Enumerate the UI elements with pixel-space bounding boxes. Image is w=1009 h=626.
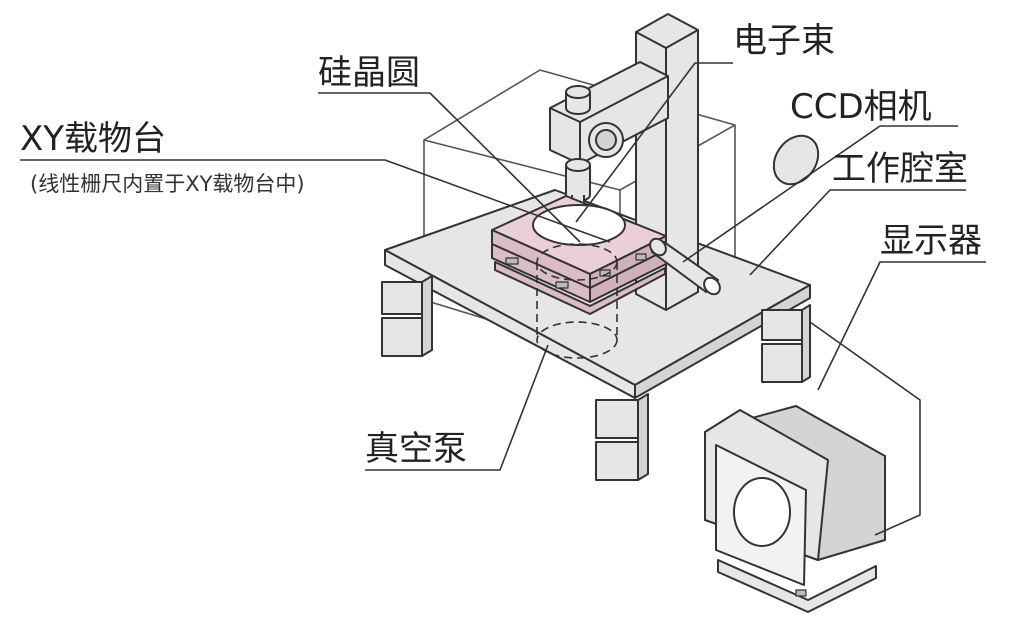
- leg-front-left: [381, 275, 433, 357]
- top-knob: [565, 85, 591, 115]
- label-electron-beam: 电子束: [733, 21, 835, 61]
- wafer: [532, 204, 626, 246]
- label-ccd-camera: CCD相机: [790, 87, 932, 127]
- label-xy-stage: XY载物台: [20, 119, 167, 159]
- leg-right: [761, 304, 811, 383]
- vacuum-pump-outline: [536, 243, 618, 359]
- label-vacuum-pump: 真空泵: [365, 429, 467, 469]
- monitor: [704, 405, 886, 613]
- label-display: 显示器: [880, 221, 982, 261]
- ccd-camera-icon: [772, 134, 820, 186]
- label-xy-stage-note: (线性栅尺内置于XY载物台中): [30, 172, 305, 196]
- label-wafer: 硅晶圆: [318, 53, 420, 93]
- leg-front-center: [595, 393, 649, 481]
- electron-gun: [588, 122, 624, 158]
- ccd-camera-tube: [649, 237, 721, 296]
- label-work-chamber: 工作腔室: [832, 149, 968, 189]
- arm: [549, 61, 669, 165]
- leader-lines: [20, 62, 986, 536]
